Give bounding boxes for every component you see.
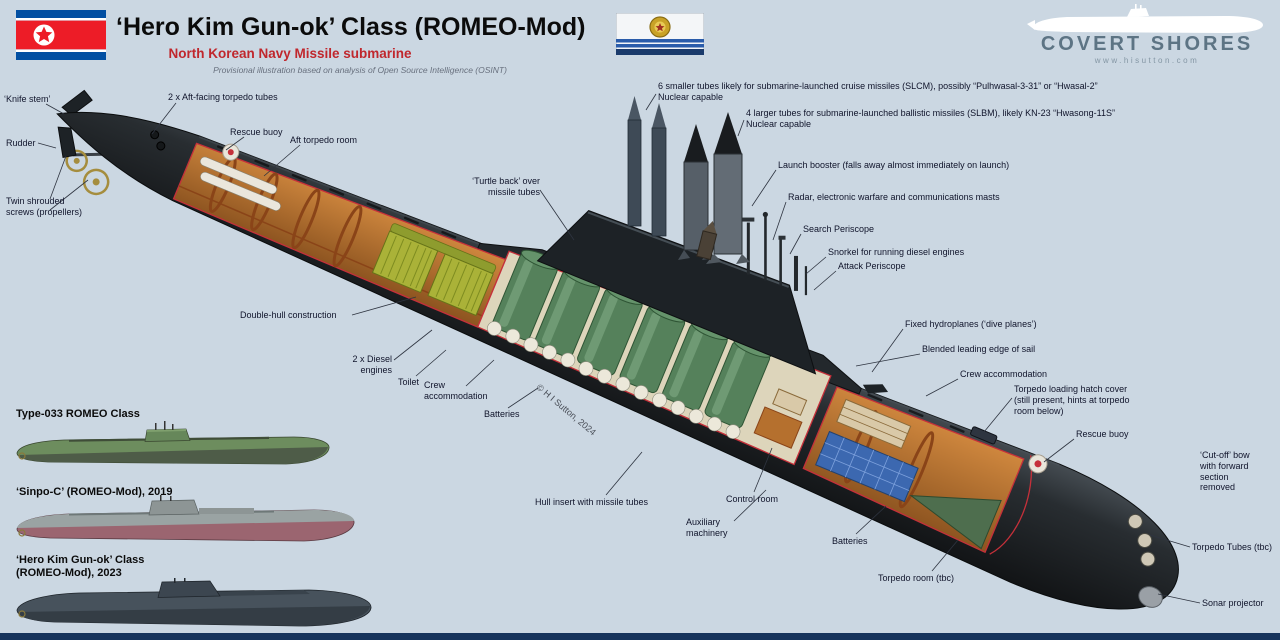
ew-mast-icon [778,235,786,240]
red-star-icon [35,26,53,43]
torpedo-tube-opening [1140,551,1156,567]
north-korea-flag [16,10,106,60]
page-title: ‘Hero Kim Gun-ok’ Class (ROMEO-Mod) [116,13,586,41]
battery-cylinders [487,321,741,439]
lower-rudder-fin [57,126,77,158]
battery-racks [815,430,919,503]
missile-compartment-cutaway [476,249,832,466]
torpedo-tube-opening [1127,513,1143,529]
osint-note: Provisional illustration based on analys… [213,65,507,75]
missile-tubes [492,249,772,429]
slcm-missile-icon [651,103,667,237]
brand-name: COVERT SHORES [1040,33,1254,55]
brand-block: COVERT SHORES www.hisutton.com [1022,4,1272,65]
launch-booster-icon [696,220,718,261]
snorkel-mast-icon [793,255,798,291]
hydroplane-fin [862,384,889,394]
missiles [627,96,750,264]
aft-compartments-cutaway [172,142,507,328]
attack-periscope-icon [804,266,808,296]
forward-compartments-cutaway [802,386,1025,554]
brand-url: www.hisutton.com [1094,56,1200,65]
profile-label-hero-kim-gun-ok: ‘Hero Kim Gun-ok’ Class (ROMEO-Mod), 202… [16,554,145,579]
profile-type033-image [16,421,330,465]
bottom-bar [0,633,1280,640]
bow-section [989,455,1163,608]
navy-ensign-flag [616,13,704,55]
slcm-missile-icon [627,96,642,227]
slbm-missile-icon [678,124,716,260]
slbm-missile-icon [706,112,750,264]
profile-label-sinpo-c: ‘Sinpo-C’ (ROMEO-Mod), 2019 [16,486,173,498]
aft-torpedo-tube-opening [156,141,166,151]
torpedo-room-cone [909,495,1002,550]
profile-label-type033: Type-033 ROMEO Class [16,408,140,420]
profile-sinpo-c-image [16,495,355,542]
search-periscope-icon [762,211,768,218]
diesel-engines-icon [371,223,497,317]
control-room-consoles [753,406,803,449]
brand-submarine-silhouette [1027,4,1263,33]
profile-hero-kim-gun-ok-image [16,578,372,627]
page-subtitle: North Korean Navy Missile submarine [168,46,412,61]
radar-mast-icon [741,217,755,222]
